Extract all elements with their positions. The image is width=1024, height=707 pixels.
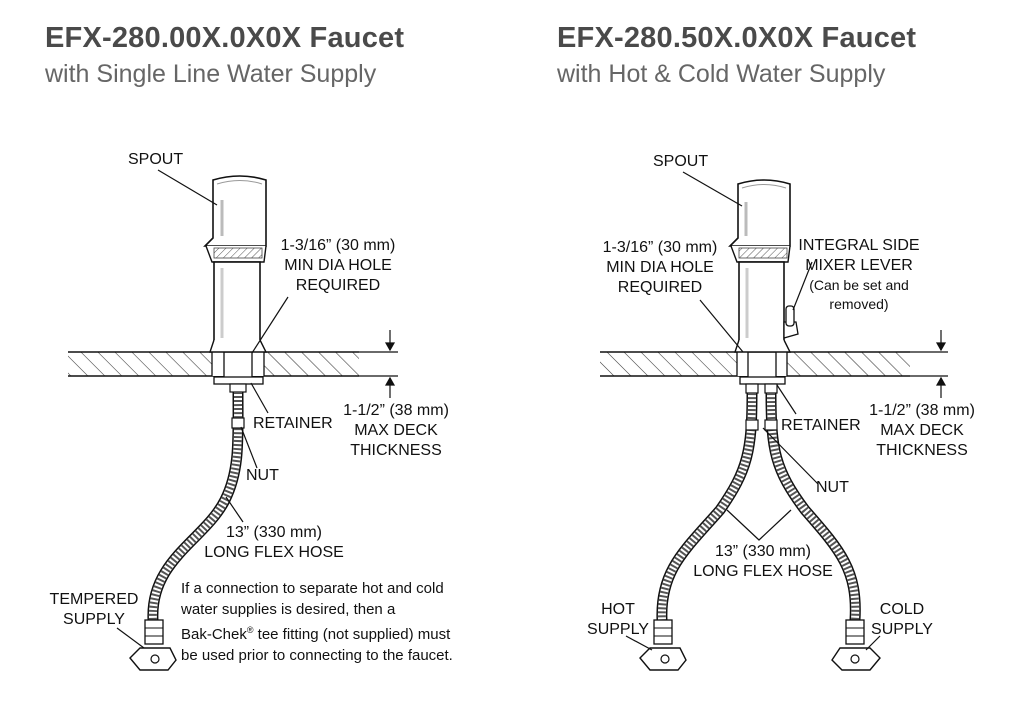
registered-mark: ® — [246, 625, 254, 635]
right-diagram — [600, 171, 948, 671]
left-supply-label: TEMPERED SUPPLY — [44, 590, 144, 630]
left-deck-dimension — [359, 330, 398, 398]
left-diagram — [68, 169, 398, 671]
left-note-line-3-rest: tee fitting (not supplied) must — [253, 626, 451, 643]
right-lever-note-1: (Can be set and — [809, 277, 909, 293]
left-supply-type: TEMPERED — [49, 591, 139, 608]
left-flex-hose — [129, 391, 245, 671]
left-note-line-1: If a connection to separate hot and cold — [181, 580, 444, 597]
left-note-line-2: water supplies is desired, then a — [181, 601, 396, 618]
left-title: EFX-280.00X.0X0X Faucet — [45, 22, 405, 54]
right-hose-length: 13” (330 mm) — [714, 543, 812, 560]
left-hole-size: 1-3/16” (30 mm) — [280, 237, 396, 254]
right-retainer — [739, 376, 786, 394]
right-lever-title-1: INTEGRAL SIDE — [798, 237, 920, 254]
left-subtitle: with Single Line Water Supply — [45, 60, 377, 88]
left-leader-lines — [116, 169, 289, 649]
right-cold-supply-label: COLD SUPPLY — [866, 600, 938, 640]
left-supply-word: SUPPLY — [63, 611, 125, 628]
left-retainer-label: RETAINER — [253, 415, 333, 432]
left-spout-label: SPOUT — [128, 151, 184, 168]
left-retainer — [213, 376, 264, 393]
right-lever-label: INTEGRAL SIDE MIXER LEVER (Can be set an… — [793, 236, 925, 314]
left-deck-label: 1-1/2” (38 mm) MAX DECK THICKNESS — [336, 401, 456, 461]
bak-chek-name: Bak-Chek — [181, 626, 247, 643]
right-mixer-lever — [783, 305, 799, 339]
right-cold-word: COLD — [879, 601, 925, 618]
right-hot-supply-word: SUPPLY — [587, 621, 649, 638]
left-note: If a connection to separate hot and cold… — [181, 578, 453, 666]
left-hose-label: 13” (330 mm) LONG FLEX HOSE — [196, 523, 352, 563]
right-hot-word: HOT — [601, 601, 635, 618]
right-hole-required: REQUIRED — [617, 279, 703, 296]
right-lever-title-2: MIXER LEVER — [805, 257, 913, 274]
left-nut-label: NUT — [246, 467, 279, 484]
left-hole-desc: MIN DIA HOLE — [284, 257, 392, 274]
right-title: EFX-280.50X.0X0X Faucet — [557, 22, 917, 54]
left-hole-required: REQUIRED — [295, 277, 381, 294]
right-cold-supply-word: SUPPLY — [871, 621, 933, 638]
right-hose-label: 13” (330 mm) LONG FLEX HOSE — [685, 542, 841, 582]
left-hole-label: 1-3/16” (30 mm) MIN DIA HOLE REQUIRED — [268, 236, 408, 296]
right-hole-size: 1-3/16” (30 mm) — [602, 239, 718, 256]
right-deck-thickness: THICKNESS — [876, 442, 968, 459]
right-deck-desc: MAX DECK — [880, 422, 964, 439]
right-deck-size: 1-1/2” (38 mm) — [869, 402, 975, 419]
right-hose-desc: LONG FLEX HOSE — [693, 563, 833, 580]
right-deck-dimension — [910, 330, 948, 398]
right-hole-label: 1-3/16” (30 mm) MIN DIA HOLE REQUIRED — [590, 238, 730, 298]
left-deck — [68, 351, 359, 377]
left-deck-desc: MAX DECK — [354, 422, 438, 439]
right-lever-note-2: removed) — [829, 296, 889, 312]
left-hose-length: 13” (330 mm) — [225, 524, 323, 541]
right-subtitle: with Hot & Cold Water Supply — [557, 60, 886, 88]
right-nut-label: NUT — [816, 479, 849, 496]
right-hot-supply-label: HOT SUPPLY — [582, 600, 654, 640]
left-deck-thickness: THICKNESS — [350, 442, 442, 459]
left-note-line-4: be used prior to connecting to the fauce… — [181, 647, 453, 664]
right-spout-label: SPOUT — [653, 153, 709, 170]
right-retainer-label: RETAINER — [781, 417, 861, 434]
right-deck-label: 1-1/2” (38 mm) MAX DECK THICKNESS — [860, 401, 984, 461]
left-deck-size: 1-1/2” (38 mm) — [343, 402, 449, 419]
left-spout — [203, 175, 268, 353]
right-hole-desc: MIN DIA HOLE — [606, 259, 714, 276]
left-hose-desc: LONG FLEX HOSE — [204, 544, 344, 561]
right-spout — [728, 179, 792, 353]
right-leader-lines — [625, 171, 881, 651]
right-flex-hoses — [639, 392, 881, 671]
left-note-line-3: Bak-Chek® tee fitting (not supplied) mus… — [181, 620, 453, 645]
